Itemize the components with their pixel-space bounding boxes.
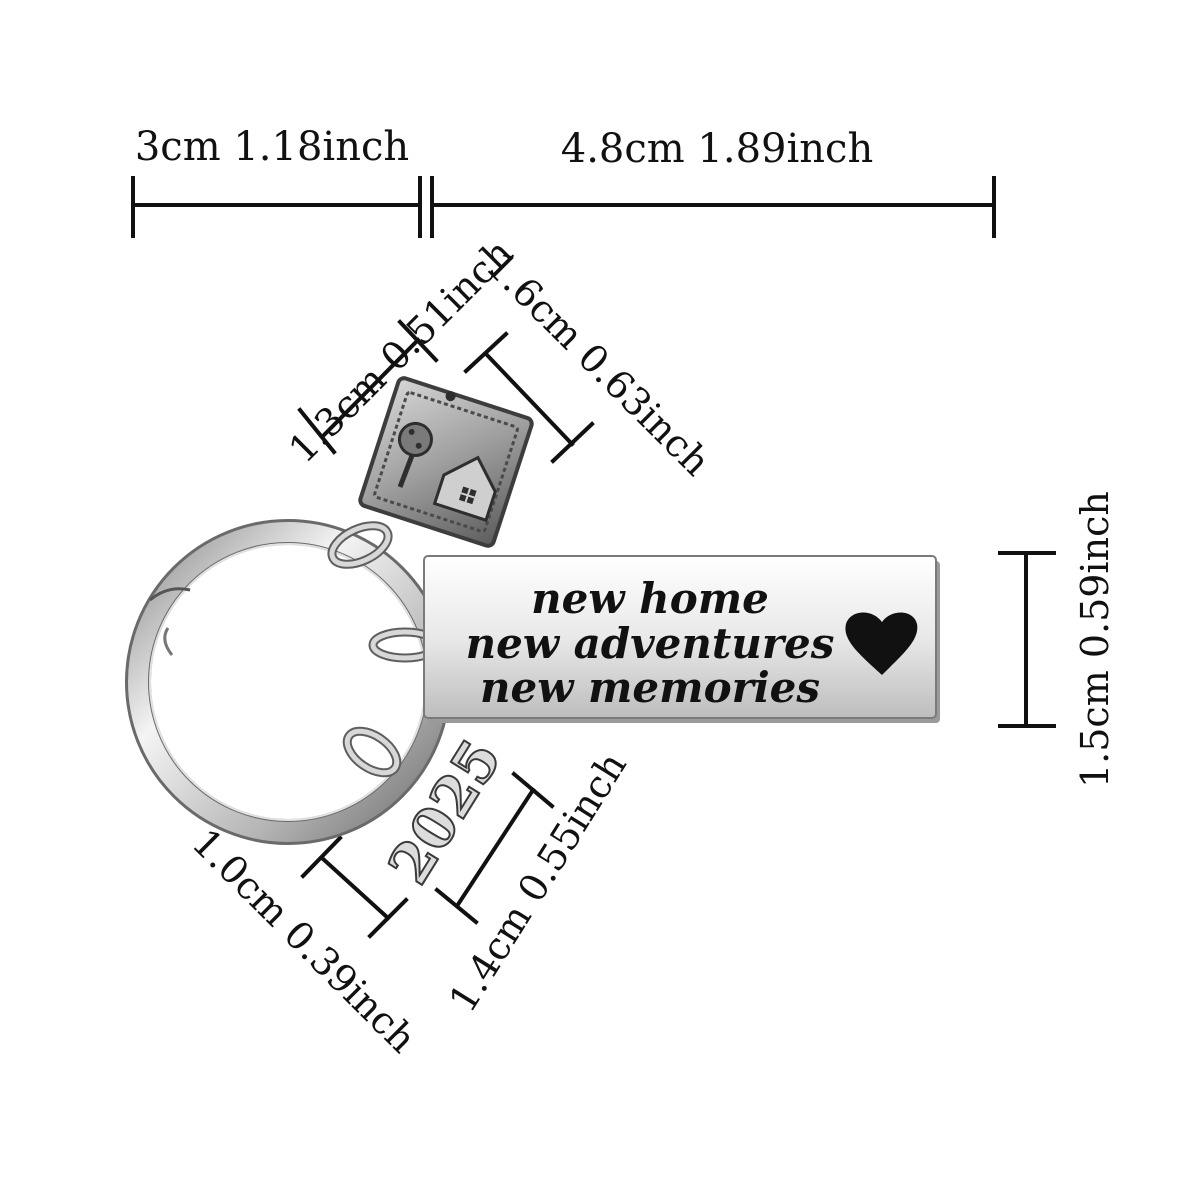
tag-line-2: new adventures <box>466 619 835 668</box>
split-ring-icon <box>125 519 451 845</box>
tag-height-label: 1.5cm 0.59inch <box>1073 491 1117 788</box>
tag-line-3: new memories <box>480 663 820 712</box>
jump-ring-house <box>327 521 393 569</box>
ring-width-label: 3cm 1.18inch <box>135 124 409 170</box>
tag-height-dimension: 1.5cm 0.59inch <box>998 491 1117 788</box>
house-tree-charm-icon <box>358 376 534 548</box>
tag-line-1: new home <box>531 574 769 623</box>
jump-ring-year <box>342 726 402 778</box>
heart-icon <box>845 612 918 675</box>
engraved-tag: new home new adventures new memories <box>423 555 940 723</box>
ring-width-dimension: 3cm 1.18inch <box>131 124 422 238</box>
tag-width-label: 4.8cm 1.89inch <box>561 126 873 172</box>
tag-width-dimension: 4.8cm 1.89inch <box>430 126 996 238</box>
